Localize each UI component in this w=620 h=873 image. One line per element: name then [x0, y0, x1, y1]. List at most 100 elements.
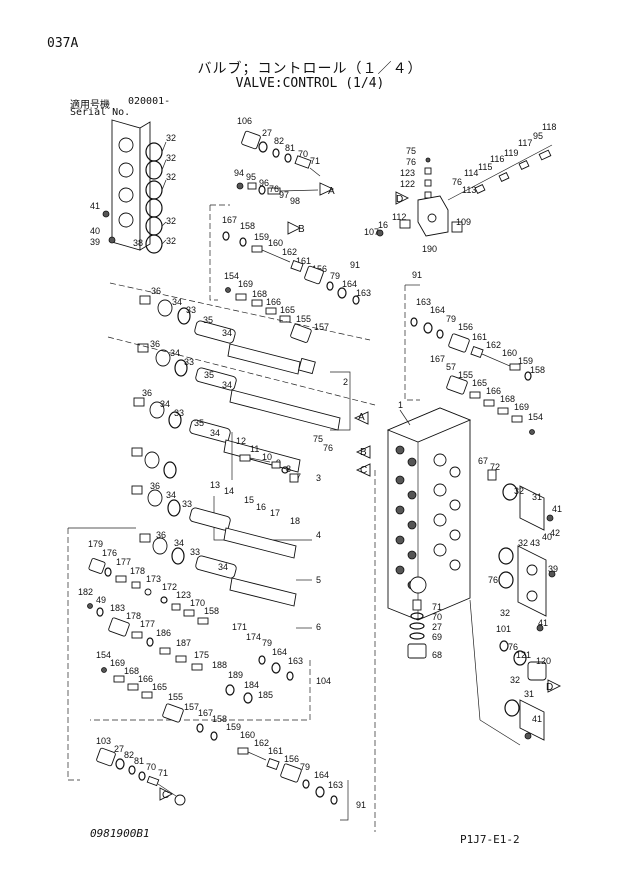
svg-text:C: C — [162, 790, 169, 801]
label-165: 165 — [152, 682, 167, 692]
svg-text:D: D — [396, 194, 403, 205]
label-79: 79 — [330, 271, 340, 281]
label-162: 162 — [282, 247, 297, 257]
label-119: 119 — [504, 148, 518, 158]
label-6: 6 — [316, 622, 321, 632]
label-34: 34 — [218, 562, 228, 572]
label-166: 166 — [138, 674, 153, 684]
label-159: 159 — [226, 722, 241, 732]
label-107: 107 — [364, 227, 379, 237]
svg-text:A: A — [328, 186, 335, 197]
spool-section-6 — [139, 533, 297, 607]
label-168: 168 — [124, 666, 139, 676]
label-161: 161 — [268, 746, 283, 756]
label-27: 27 — [114, 744, 124, 754]
label-71: 71 — [158, 768, 168, 778]
page-code: 037A — [47, 36, 79, 51]
label-36: 36 — [150, 339, 160, 349]
label-172: 172 — [162, 582, 177, 592]
label-160: 160 — [240, 730, 255, 740]
label-11: 11 — [250, 444, 259, 454]
label-158: 158 — [530, 365, 545, 375]
label-179: 179 — [88, 539, 103, 549]
label-32: 32 — [166, 153, 176, 163]
label-185: 185 — [258, 690, 273, 700]
ref-marker-d-top: D — [395, 191, 410, 205]
label-71: 71 — [310, 156, 320, 166]
label-167: 167 — [198, 708, 213, 718]
page-title-english: VALVE:CONTROL (1/4) — [235, 76, 385, 91]
pilot-block-190 — [376, 144, 553, 237]
label-14: 14 — [224, 486, 234, 496]
ref-marker-d-right: D — [546, 679, 562, 693]
label-177: 177 — [140, 619, 155, 629]
bracket-91-upper — [209, 205, 218, 301]
label-27: 27 — [432, 622, 442, 632]
label-34: 34 — [222, 328, 232, 338]
ref-marker-c-bottom: C — [159, 787, 174, 801]
label-122: 122 — [400, 179, 415, 189]
pilot-cap-row-2 — [225, 287, 312, 343]
label-13: 13 — [210, 480, 220, 490]
label-109: 109 — [456, 217, 471, 227]
label-188: 188 — [212, 660, 227, 670]
label-163: 163 — [328, 780, 343, 790]
label-91: 91 — [412, 270, 422, 280]
ref-marker-b-mid: B — [355, 445, 371, 459]
label-161: 161 — [296, 256, 311, 266]
drawing-number: 0981900B1 — [90, 827, 150, 840]
label-33: 33 — [182, 499, 192, 509]
label-32: 32 — [166, 133, 176, 143]
label-189: 189 — [228, 670, 243, 680]
label-114: 114 — [464, 168, 478, 178]
label-75: 75 — [406, 146, 416, 156]
label-154: 154 — [528, 412, 543, 422]
serial-label-japanese: 適用号機 — [70, 100, 110, 111]
label-171: 171 — [232, 622, 247, 632]
label-178: 178 — [126, 611, 141, 621]
label-2: 2 — [343, 377, 348, 387]
label-57: 57 — [446, 362, 456, 372]
label-106: 106 — [237, 116, 252, 126]
svg-text:C: C — [360, 465, 367, 476]
check-valve-row — [239, 454, 299, 483]
label-94: 94 — [234, 168, 244, 178]
label-41: 41 — [532, 714, 542, 724]
label-165: 165 — [472, 378, 487, 388]
label-120: 120 — [536, 656, 551, 666]
ref-marker-c: C — [355, 463, 371, 477]
label-164: 164 — [314, 770, 329, 780]
label-165: 165 — [280, 305, 295, 315]
ref-marker-a-mid: A — [353, 411, 369, 425]
label-32: 32 — [166, 236, 176, 246]
relief-valve-row-1 — [88, 558, 209, 625]
label-162: 162 — [486, 340, 501, 350]
serial-number-value: 020001- — [128, 96, 171, 107]
label-40: 40 — [90, 226, 100, 236]
spool-section-1 — [109, 282, 371, 375]
label-12: 12 — [236, 436, 246, 446]
label-158: 158 — [212, 714, 227, 724]
bracket-lower-left — [67, 528, 80, 781]
label-42: 42 — [550, 528, 560, 538]
label-169: 169 — [514, 402, 529, 412]
spool-section-4 — [131, 447, 177, 479]
pilot-cap-row-right-1 — [410, 317, 532, 381]
label-67: 67 — [478, 456, 488, 466]
label-79: 79 — [262, 638, 272, 648]
label-16: 16 — [378, 220, 388, 230]
label-160: 160 — [268, 238, 283, 248]
label-155: 155 — [296, 314, 311, 324]
label-70: 70 — [146, 762, 156, 772]
label-112: 112 — [392, 212, 406, 222]
label-183: 183 — [110, 603, 125, 613]
label-16: 16 — [256, 502, 266, 512]
label-161: 161 — [472, 332, 487, 342]
label-32: 32 — [500, 608, 510, 618]
label-76: 76 — [508, 642, 518, 652]
relief-valve-row-2 — [87, 603, 294, 704]
label-34: 34 — [170, 348, 180, 358]
label-163: 163 — [288, 656, 303, 666]
label-32: 32 — [166, 172, 176, 182]
label-41: 41 — [538, 618, 548, 628]
